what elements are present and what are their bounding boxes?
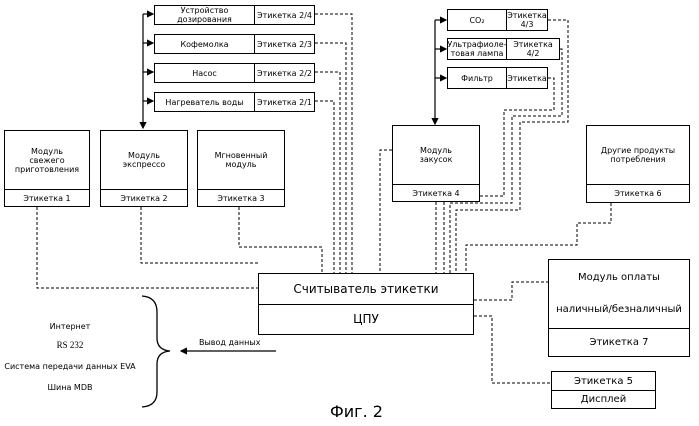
dispensing-unit-tag: Этикетка 2/2 (255, 64, 314, 82)
payment-module: Модуль оплаты наличный/безналичный Этике… (548, 259, 690, 357)
fresh-module-tag: Этикетка 1 (5, 189, 89, 207)
instant-module-tag: Этикетка 3 (198, 189, 284, 207)
interface-rs232: RS 232 (20, 341, 120, 350)
snack-unit: ФильтрЭтикетка (447, 67, 548, 89)
dispensing-unit-name: Нагреватель воды (155, 93, 254, 111)
fresh-module-label: Модуль свежего приготовления (5, 131, 89, 189)
interface-eva: Система передачи данных EVA (0, 362, 140, 371)
snack-unit-name: Ультрафиоле- товая лампа (448, 39, 506, 59)
payment-tag: Этикетка 7 (549, 328, 689, 356)
fresh-module: Модуль свежего приготовления Этикетка 1 (4, 130, 90, 207)
dispensing-unit-name: Устройство дозирования (155, 6, 254, 24)
figure-caption: Фиг. 2 (330, 402, 383, 421)
dispensing-unit: Нагреватель водыЭтикетка 2/1 (154, 92, 315, 112)
dispensing-unit: КофемолкаЭтикетка 2/3 (154, 34, 315, 54)
dispensing-unit-tag: Этикетка 2/1 (255, 93, 314, 111)
snack-unit-name: Фильтр (448, 68, 506, 88)
other-products-label: Другие продукты потребления (587, 126, 689, 184)
other-products-tag: Этикетка 6 (587, 184, 689, 203)
snack-module-tag: Этикетка 4 (393, 184, 479, 202)
dispensing-unit-tag: Этикетка 2/4 (255, 6, 314, 24)
payment-line1: Модуль оплаты (549, 266, 689, 288)
tag-reader-label: Считыватель этикетки (259, 274, 473, 304)
cpu-label: ЦПУ (259, 304, 473, 334)
snack-unit-name: CO₂ (448, 10, 506, 30)
snack-module: Модуль закусок Этикетка 4 (392, 125, 480, 202)
dispensing-unit-name: Кофемолка (155, 35, 254, 53)
dispensing-unit: Устройство дозированияЭтикетка 2/4 (154, 5, 315, 25)
display-label: Дисплей (552, 390, 655, 408)
instant-module: Мгновенный модуль Этикетка 3 (197, 130, 285, 207)
dispensing-unit: НасосЭтикетка 2/2 (154, 63, 315, 83)
instant-module-label: Мгновенный модуль (198, 131, 284, 189)
interfaces-brace (142, 296, 170, 407)
dispensing-unit-name: Насос (155, 64, 254, 82)
other-products-module: Другие продукты потребления Этикетка 6 (586, 125, 690, 203)
data-output-label: Вывод данных (199, 338, 260, 347)
snack-unit: CO₂Этикетка 4/3 (447, 9, 548, 31)
snack-unit: Ультрафиоле- товая лампаЭтикетка 4/2 (447, 38, 560, 60)
display-tag: Этикетка 5 (552, 372, 655, 390)
express-module: Модуль экспрессо Этикетка 2 (100, 130, 188, 207)
express-module-label: Модуль экспрессо (101, 131, 187, 189)
express-bus (143, 14, 153, 128)
snack-unit-tag: Этикетка 4/2 (507, 39, 559, 59)
interface-internet: Интернет (20, 322, 120, 331)
snack-bus (435, 20, 446, 124)
payment-line2: наличный/безналичный (549, 298, 689, 320)
reader-cpu: Считыватель этикетки ЦПУ (258, 273, 474, 335)
snack-module-label: Модуль закусок (393, 126, 479, 184)
snack-unit-tag: Этикетка 4/3 (507, 10, 547, 30)
express-module-tag: Этикетка 2 (101, 189, 187, 207)
snack-unit-tag: Этикетка (507, 68, 547, 88)
display-module: Этикетка 5 Дисплей (551, 371, 656, 409)
interface-mdb: Шина MDB (20, 383, 120, 392)
dispensing-unit-tag: Этикетка 2/3 (255, 35, 314, 53)
